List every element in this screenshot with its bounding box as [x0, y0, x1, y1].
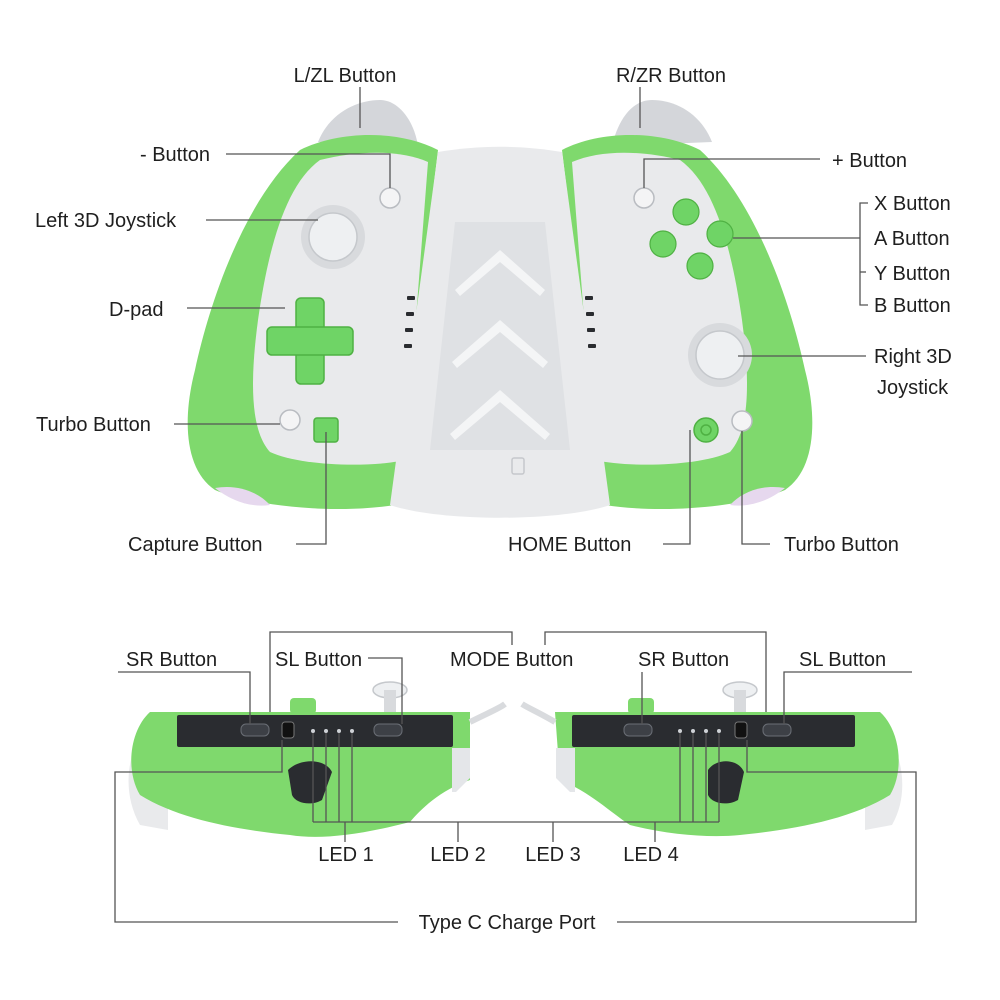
label-sr-left: SR Button: [126, 649, 217, 671]
grip-usb-slot: [511, 457, 525, 475]
left-joystick-cap: [308, 212, 358, 262]
right-strap-hook: [520, 701, 557, 725]
label-right-joystick-line1: Right 3D: [874, 346, 952, 368]
left-strap-hook: [468, 701, 507, 725]
right-stick-stem: [734, 690, 746, 712]
controller-top-view: [187, 100, 813, 518]
label-a: A Button: [874, 228, 950, 250]
home-button: [693, 417, 719, 443]
label-home: HOME Button: [508, 534, 631, 556]
label-minus: - Button: [140, 144, 210, 166]
left-shoulder-button: [318, 100, 418, 146]
label-led4: LED 4: [623, 844, 679, 866]
label-sl-right: SL Button: [799, 649, 886, 671]
label-l-zl: L/ZL Button: [294, 65, 397, 87]
left-sl-button: [373, 723, 403, 737]
right-sr-button: [623, 723, 653, 737]
label-right-joystick-line2: Joystick: [877, 377, 949, 399]
left-sl-nub: [290, 698, 316, 714]
right-shoulder-button: [612, 100, 712, 146]
grip-chevrons: [450, 250, 550, 440]
home-icon: [700, 424, 712, 436]
label-type-c: Type C Charge Port: [419, 912, 596, 934]
label-led3: LED 3: [525, 844, 581, 866]
right-joystick-cap: [695, 330, 745, 380]
face-buttons: [649, 198, 734, 280]
x-button-icon: [672, 198, 700, 226]
dpad-icon: [266, 297, 354, 385]
label-mode: MODE Button: [450, 649, 573, 671]
minus-button: [379, 187, 401, 209]
label-sl-left: SL Button: [275, 649, 362, 671]
label-turbo-left: Turbo Button: [36, 414, 151, 436]
left-hook-arm: [452, 748, 470, 792]
plus-button: [633, 187, 655, 209]
left-face-plate: [253, 152, 428, 465]
bottom-labels: SR Button SL Button MODE Button SR Butto…: [126, 649, 886, 934]
left-rail-leds: [404, 296, 415, 348]
label-y: Y Button: [874, 263, 950, 285]
label-b: B Button: [874, 295, 951, 317]
right-rail-leds: [585, 296, 596, 348]
right-sl-button: [762, 723, 792, 737]
right-sr-nub: [628, 698, 654, 714]
left-joycon-side-view: [128, 681, 507, 837]
top-leader-lines: [174, 87, 868, 545]
label-turbo-right: Turbo Button: [784, 534, 899, 556]
right-rail: [572, 715, 855, 747]
right-trigger: [708, 761, 744, 804]
label-led2: LED 2: [430, 844, 486, 866]
label-dpad: D-pad: [109, 299, 163, 321]
label-capture: Capture Button: [128, 534, 263, 556]
right-type-c-port: [734, 721, 748, 739]
right-corner-accent: [730, 486, 785, 506]
center-grip-panel: [430, 222, 570, 450]
right-rail-led-dots: [678, 729, 721, 733]
left-corner-accent: [215, 486, 270, 506]
bottom-leader-lines: [114, 631, 917, 923]
right-face-plate: [572, 152, 747, 465]
left-type-c-port: [281, 721, 295, 739]
a-button-icon: [706, 220, 734, 248]
label-led1: LED 1: [318, 844, 374, 866]
top-labels: L/ZL Button R/ZR Button - Button + Butto…: [35, 65, 952, 556]
left-turbo-button: [279, 409, 301, 431]
label-left-joystick: Left 3D Joystick: [35, 210, 177, 232]
label-r-zr: R/ZR Button: [616, 65, 726, 87]
left-rail-led-dots: [311, 729, 354, 733]
y-button-icon: [649, 230, 677, 258]
right-joycon-side-view: [520, 681, 903, 837]
label-x: X Button: [874, 193, 951, 215]
left-stick-stem: [384, 690, 396, 712]
right-turbo-button: [731, 410, 753, 432]
label-plus: + Button: [832, 150, 907, 172]
left-trigger: [288, 761, 332, 804]
right-hook-arm: [556, 748, 575, 792]
b-button-icon: [686, 252, 714, 280]
label-sr-right: SR Button: [638, 649, 729, 671]
left-sr-button: [240, 723, 270, 737]
